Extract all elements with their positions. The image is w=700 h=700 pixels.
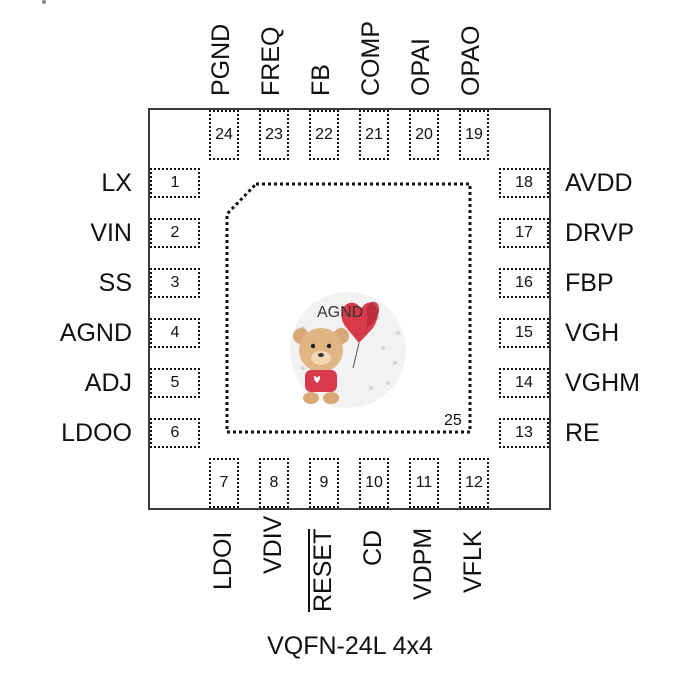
pin-2-label: VIN <box>90 219 132 247</box>
pin-21: 21 <box>359 110 389 160</box>
pin-15: 15 <box>499 318 549 348</box>
pin-8: 8 <box>259 458 289 508</box>
pin-22: 22 <box>309 110 339 160</box>
pin-6-label: LDOO <box>61 419 132 447</box>
pin-19: 19 <box>459 110 489 160</box>
pin-8-label: VDIV <box>259 515 287 574</box>
pin-14-label: VGHM <box>565 369 640 397</box>
pin-7: 7 <box>209 458 239 508</box>
sticker-label: AGND <box>317 304 364 321</box>
pin-3: 3 <box>150 268 200 298</box>
pin-12-label: VFLK <box>459 530 487 593</box>
pin-16-label: FBP <box>565 269 614 297</box>
pin-16: 16 <box>499 268 549 298</box>
pin-10-label: CD <box>359 529 387 566</box>
pin-9: 9 <box>309 458 339 508</box>
pin-9-label: RESET <box>308 528 337 612</box>
package-name: VQFN-24L 4x4 <box>267 632 433 660</box>
pin-24: 24 <box>209 110 239 160</box>
pin-5-label: ADJ <box>84 369 132 397</box>
pin-13-label: RE <box>565 419 600 447</box>
pin-19-label: OPAO <box>457 25 485 96</box>
pin-2: 2 <box>150 218 200 248</box>
pin-11: 11 <box>409 458 439 508</box>
pin-5: 5 <box>150 368 200 398</box>
pin-23-label: FREQ <box>257 26 285 96</box>
exposed-pad-number: 25 <box>444 412 462 429</box>
pin-10: 10 <box>359 458 389 508</box>
pin-7-label: LDOI <box>209 531 237 590</box>
pin-4-label: AGND <box>59 319 132 347</box>
pin-3-label: SS <box>98 269 132 297</box>
pin-18-label: AVDD <box>565 169 633 197</box>
pin-20: 20 <box>409 110 439 160</box>
pin-23: 23 <box>259 110 289 160</box>
pin-6: 6 <box>150 418 200 448</box>
pin-24-label: PGND <box>207 23 235 96</box>
pin-22-label: FB <box>307 64 335 96</box>
pin-1-label: LX <box>101 169 132 197</box>
pin-11-label: VDPM <box>409 527 437 600</box>
corner-dot <box>42 0 46 4</box>
pin-14: 14 <box>499 368 549 398</box>
pin-15-label: VGH <box>565 319 620 347</box>
pin-20-label: OPAI <box>407 38 435 96</box>
pin-21-label: COMP <box>357 21 385 96</box>
pin-17-label: DRVP <box>565 219 635 247</box>
pin-13: 13 <box>499 418 549 448</box>
pin-18: 18 <box>499 168 549 198</box>
pin-17: 17 <box>499 218 549 248</box>
pin-12: 12 <box>459 458 489 508</box>
pin-1: 1 <box>150 168 200 198</box>
pin-4: 4 <box>150 318 200 348</box>
bear-sticker-image <box>290 292 406 408</box>
